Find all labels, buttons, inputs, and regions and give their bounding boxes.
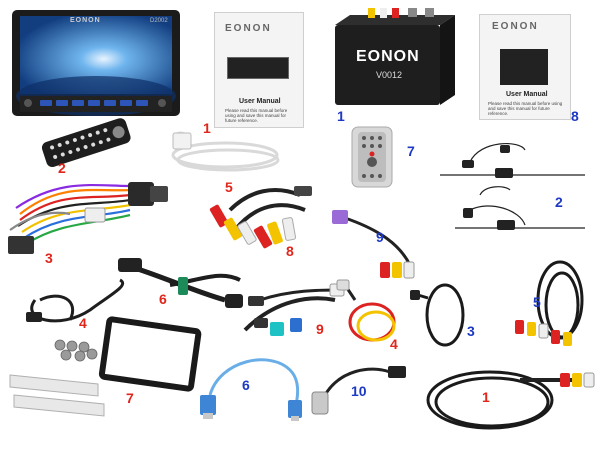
label-tvbox: 1 — [337, 108, 345, 124]
label-antenna: 2 — [555, 194, 563, 210]
headunit-brand: EONON — [70, 17, 101, 24]
label-av-cable-right: 5 — [533, 294, 541, 310]
manual-right-product-icon — [500, 49, 548, 85]
label-ir-sensor: 3 — [467, 323, 475, 339]
antenna-icon — [440, 143, 585, 229]
label-av-cable-long: 1 — [482, 389, 490, 405]
usb-cable-blue-icon — [200, 358, 302, 421]
headunit-model: D2002 — [150, 18, 168, 24]
label-remote-headunit: 2 — [58, 160, 66, 176]
label-remote-tv: 7 — [407, 143, 415, 159]
av-cable-teal-icon — [243, 283, 345, 336]
tv-box-model: V0012 — [376, 70, 403, 80]
label-brackets: 7 — [126, 390, 134, 406]
manual-right-brand: EONON — [492, 21, 539, 32]
usb-cable-icon — [30, 278, 124, 323]
screws-icon — [54, 339, 98, 362]
tv-box-icon — [335, 8, 455, 105]
label-av-cable-purple: 9 — [376, 229, 384, 245]
remote-headunit-icon — [41, 118, 131, 168]
label-headphone-jack: 10 — [351, 383, 367, 399]
label-adapter-plug: 5 — [225, 179, 233, 195]
label-manual-tv: 8 — [571, 108, 579, 124]
label-headunit-manual: 1 — [203, 120, 211, 136]
manual-right-title: User Manual — [506, 91, 548, 98]
label-power-cable: 4 — [390, 336, 398, 352]
ir-eye-icon — [410, 290, 420, 300]
manual-left-desc: Please read this manual before using and… — [225, 108, 288, 123]
brackets-icon — [9, 374, 105, 417]
av-cable-long-icon — [426, 370, 595, 430]
user-manual-right: EONON User Manual Please read this manua… — [479, 14, 571, 120]
label-rca-red: 8 — [286, 243, 294, 259]
user-manual-left: EONON User Manual Please read this manua… — [214, 12, 304, 128]
av-cable-right-icon — [515, 260, 584, 346]
antenna-base-icon — [462, 145, 515, 230]
manual-left-product-icon — [227, 57, 289, 79]
power-plug-icon — [336, 279, 350, 291]
label-harness: 3 — [45, 250, 53, 266]
manual-left-brand: EONON — [225, 23, 272, 34]
manual-left-title: User Manual — [239, 98, 281, 105]
av-cable-purple-icon — [332, 210, 415, 279]
manual-right-desc: Please read this manual before using and… — [488, 101, 563, 116]
wiring-harness-icon — [8, 182, 168, 254]
headunit-icon — [12, 10, 180, 116]
rca-bundle-icon — [209, 186, 312, 249]
label-extension-cable: 6 — [159, 291, 167, 307]
label-usb-cable-blue: 6 — [242, 377, 250, 393]
headphone-jack-icon — [311, 366, 406, 415]
tv-box-brand: EONON — [356, 48, 420, 65]
remote-tv-icon — [351, 126, 393, 188]
white-plug-icon — [172, 132, 192, 150]
mounting-frame-icon — [98, 316, 202, 392]
extension-cable-icon — [118, 258, 243, 308]
power-cable-icon — [343, 284, 396, 342]
usb-plug-icon — [26, 312, 42, 322]
ir-sensor-icon — [417, 283, 465, 347]
label-usb-cable-left: 4 — [79, 315, 87, 331]
label-av-cable-teal: 9 — [316, 321, 324, 337]
